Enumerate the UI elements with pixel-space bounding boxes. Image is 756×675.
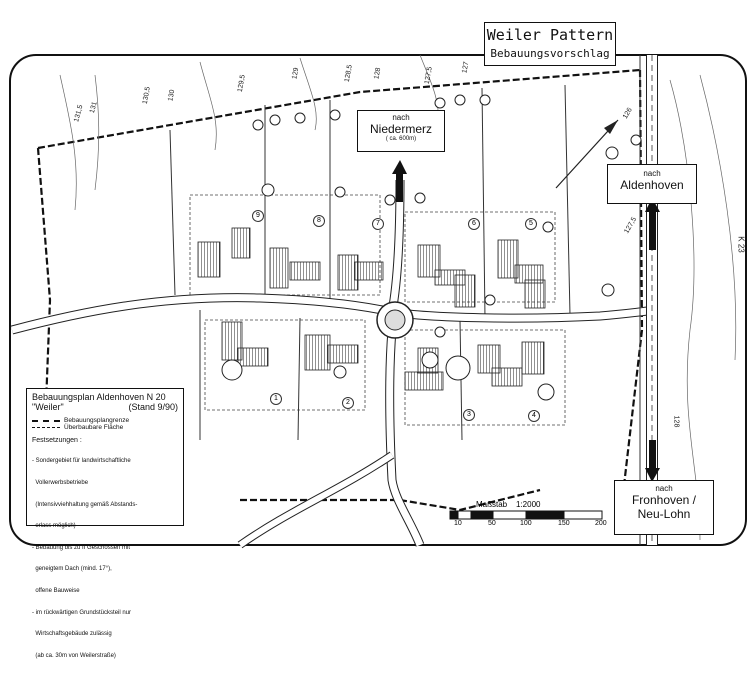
direction-nach: nach [392, 113, 410, 122]
plot-number: 4 [528, 410, 540, 422]
trees [221, 94, 642, 401]
direction-arrows [392, 160, 660, 482]
direction-box-fronhoven: nach Fronhoven / Neu-Lohn [614, 480, 714, 535]
festsetzungen-title: Festsetzungen : [32, 437, 82, 444]
direction-place: Aldenhoven [620, 178, 684, 192]
plot-number: 8 [313, 215, 325, 227]
direction-distance: ( ca. 600m) [385, 136, 417, 142]
legend-box: Bebauungsplan Aldenhoven N 20 "Weiler" (… [26, 388, 184, 659]
scale-bar-graphic [449, 510, 603, 520]
site-plan-map [9, 54, 747, 549]
legend-plan-stand: (Stand 9/90) [128, 402, 178, 412]
road-label-k23: K 23 [736, 236, 746, 253]
plot-number: 9 [252, 210, 264, 222]
scale-tick: 50 [488, 520, 496, 527]
plan-boundary-top [37, 68, 641, 150]
scale-tick: 10 [454, 520, 462, 527]
parcel-lines [169, 84, 571, 441]
direction-nach: nach [643, 169, 661, 178]
scale-tick: 150 [558, 520, 570, 527]
scale-tick: 200 [595, 520, 607, 527]
map-frame [9, 54, 747, 546]
page-subtitle: Bebauungsvorschlag [490, 47, 610, 60]
contour-lines [59, 54, 737, 541]
plot-number: 7 [372, 218, 384, 230]
festsetzungen-list: - Sondergebiet für landwirtschaftliche V… [32, 458, 138, 659]
direction-box-aldenhoven: nach Aldenhoven [607, 164, 697, 204]
legend-line-buildable: Überbaubare Fläche [32, 424, 178, 431]
plot-number: 1 [270, 393, 282, 405]
page-title: Weiler Pattern [486, 26, 614, 44]
direction-place: Fronhoven / [631, 493, 697, 507]
legend-plan-name: "Weiler" [32, 402, 64, 412]
plot-number: 3 [463, 409, 475, 421]
direction-place-2: Neu-Lohn [637, 507, 691, 521]
scale-bar: Maßstab 1:2000 10 50 100 150 200 [440, 497, 620, 537]
plot-number: 2 [342, 397, 354, 409]
legend-plan-title: Bebauungsplan Aldenhoven N 20 [32, 392, 166, 402]
north-arrow [555, 119, 619, 189]
plan-boundary-right [618, 69, 644, 521]
plan-boundary-left [36, 147, 52, 431]
scale-label: Maßstab [476, 500, 508, 509]
scale-ratio: 1:2000 [516, 500, 541, 509]
plot-number: 5 [525, 218, 537, 230]
scale-tick: 100 [520, 520, 532, 527]
plot-number: 6 [468, 218, 480, 230]
legend-line-boundary: Bebauungsplangrenze [32, 417, 178, 424]
title-box: Weiler Pattern Bebauungsvorschlag [484, 22, 616, 66]
direction-nach: nach [655, 484, 673, 493]
direction-box-niedermerz: nach Niedermerz ( ca. 600m) [357, 110, 445, 152]
direction-place: Niedermerz [369, 122, 432, 136]
contour-label: 128 [672, 415, 680, 428]
